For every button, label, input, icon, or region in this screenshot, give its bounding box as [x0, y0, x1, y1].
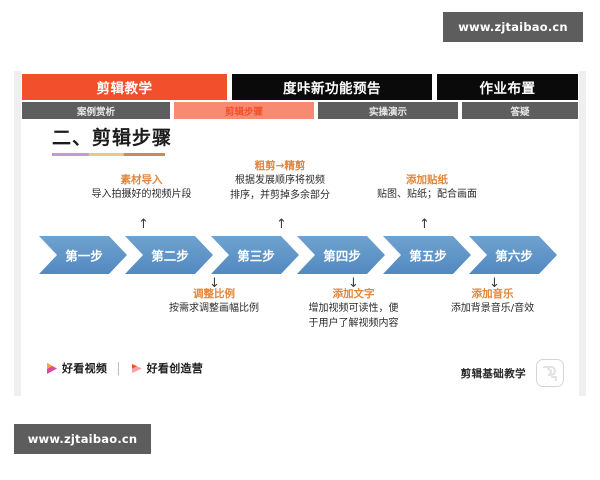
- chevron-step-6: 第六步: [469, 236, 557, 274]
- watermark-bottom: www.zjtaibao.cn: [14, 424, 151, 454]
- watermark-top-text: www.zjtaibao.cn: [458, 20, 568, 34]
- connector-down-arrow-step4: ↓: [348, 276, 359, 291]
- annotation-body: 添加背景音乐/音效: [450, 303, 535, 314]
- page-title: 二、剪辑步骤: [52, 127, 173, 149]
- annotation-heading: 素材导入: [120, 174, 163, 186]
- annotation-heading: 添加贴纸: [406, 174, 448, 186]
- chevron-step-3: 第三步: [211, 236, 299, 274]
- chevron-step-2: 第二步: [125, 236, 213, 274]
- slide-container: 剪辑教学 度咔新功能预告 作业布置 案例赏析 剪辑步骤 实操演示 答疑: [14, 71, 586, 396]
- footer-course: 剪辑基础教学: [461, 359, 564, 387]
- chevron-label-6: 第六步: [495, 249, 533, 264]
- tab-duka-xingongneng-yugao[interactable]: 度咔新功能预告: [232, 74, 432, 100]
- annotation-body: 根据发展顺序将视频 排序，并剪掉多余部分: [230, 175, 330, 201]
- annotation-bottom-1: 调整比例 按需求调整画幅比例: [144, 287, 284, 317]
- annotation-bottom-3: 添加音乐 添加背景音乐/音效: [420, 287, 565, 317]
- tab-label: 作业布置: [479, 81, 536, 97]
- tab-jianji-jiaoxue[interactable]: 剪辑教学: [22, 74, 227, 100]
- watermark-top: www.zjtaibao.cn: [443, 12, 583, 42]
- annotation-body: 导入拍摄好的视频片段: [91, 189, 192, 200]
- slide-edge-right: [579, 71, 586, 396]
- subtab-label: 案例赏析: [76, 106, 115, 118]
- subtab-jianji-buzhou[interactable]: 剪辑步骤: [174, 102, 314, 119]
- subtab-dayi[interactable]: 答疑: [462, 102, 578, 119]
- connector-down-arrow-step6: ↓: [489, 276, 500, 291]
- slide-title-group: 二、剪辑步骤: [52, 127, 172, 156]
- chevron-label-4: 第四步: [323, 249, 361, 264]
- annotation-top-3: 添加贴纸 贴图、贴纸；配合画面: [357, 173, 497, 203]
- watermark-bottom-text: www.zjtaibao.cn: [27, 432, 138, 446]
- subtab-anli-shangxi[interactable]: 案例赏析: [22, 102, 170, 119]
- tab-label: 度咔新功能预告: [283, 81, 381, 97]
- annotation-heading: 添加音乐: [471, 288, 514, 300]
- brand-haokan-video: 好看视频: [45, 360, 107, 376]
- annotation-top-2: 粗剪→精剪 根据发展顺序将视频 排序，并剪掉多余部分: [210, 159, 350, 203]
- annotation-heading: 粗剪→精剪: [254, 160, 306, 172]
- brand-haokan-chuangzaoying: 好看创造营: [130, 360, 204, 376]
- steps-chevron-chain: 第一步 第二步 第三步 第四步 第五步: [39, 236, 561, 274]
- connector-down-arrow-step2: ↓: [209, 276, 220, 291]
- slide-footer: 好看视频 | 好看创造营 剪辑基础教学: [14, 356, 586, 387]
- primary-tab-bar: 剪辑教学 度咔新功能预告 作业布置: [22, 74, 578, 100]
- annotation-body: 贴图、贴纸；配合画面: [377, 189, 477, 200]
- chevron-label-2: 第二步: [151, 249, 189, 264]
- subtab-label: 实操演示: [368, 106, 407, 118]
- annotation-heading: 添加文字: [332, 288, 375, 300]
- subtab-shicao-yanshi[interactable]: 实操演示: [318, 102, 458, 119]
- duka-logo-icon: [536, 359, 564, 387]
- annotation-body: 按需求调整画幅比例: [169, 303, 259, 314]
- tab-label: 剪辑教学: [96, 81, 153, 97]
- chevron-label-3: 第三步: [237, 249, 275, 264]
- connector-up-arrow-step5: ↑: [419, 217, 430, 232]
- footer-branding: 好看视频 | 好看创造营: [45, 360, 203, 376]
- chevron-label-1: 第一步: [65, 249, 103, 264]
- secondary-tab-bar: 案例赏析 剪辑步骤 实操演示 答疑: [22, 102, 578, 119]
- annotation-bottom-2: 添加文字 增加视频可读性，便 于用户了解视频内容: [286, 287, 421, 331]
- play-triangle-icon: [45, 362, 58, 375]
- brand-label-two: 好看创造营: [146, 362, 204, 375]
- subtab-label: 剪辑步骤: [224, 106, 263, 118]
- course-label: 剪辑基础教学: [460, 367, 526, 380]
- chevron-label-5: 第五步: [409, 249, 447, 264]
- chevron-step-1: 第一步: [39, 236, 127, 274]
- connector-up-arrow-step3: ↑: [276, 217, 287, 232]
- brand-label-one: 好看视频: [62, 362, 108, 375]
- slide-edge-left: [14, 71, 21, 396]
- annotation-body: 增加视频可读性，便 于用户了解视频内容: [308, 303, 399, 329]
- tab-zuoye-buzhi[interactable]: 作业布置: [437, 74, 578, 100]
- chevron-step-4: 第四步: [297, 236, 385, 274]
- annotation-heading: 调整比例: [193, 288, 235, 300]
- slide-canvas: 剪辑教学 度咔新功能预告 作业布置 案例赏析 剪辑步骤 实操演示 答疑: [14, 71, 586, 396]
- annotation-top-1: 素材导入 导入拍摄好的视频片段: [74, 173, 209, 203]
- title-underline-rule: [52, 153, 165, 156]
- subtab-label: 答疑: [510, 106, 530, 118]
- chevron-step-5: 第五步: [383, 236, 471, 274]
- brand-separator: |: [116, 360, 121, 376]
- play-triangle-icon-secondary: [130, 362, 143, 375]
- connector-up-arrow-step1: ↑: [138, 217, 149, 232]
